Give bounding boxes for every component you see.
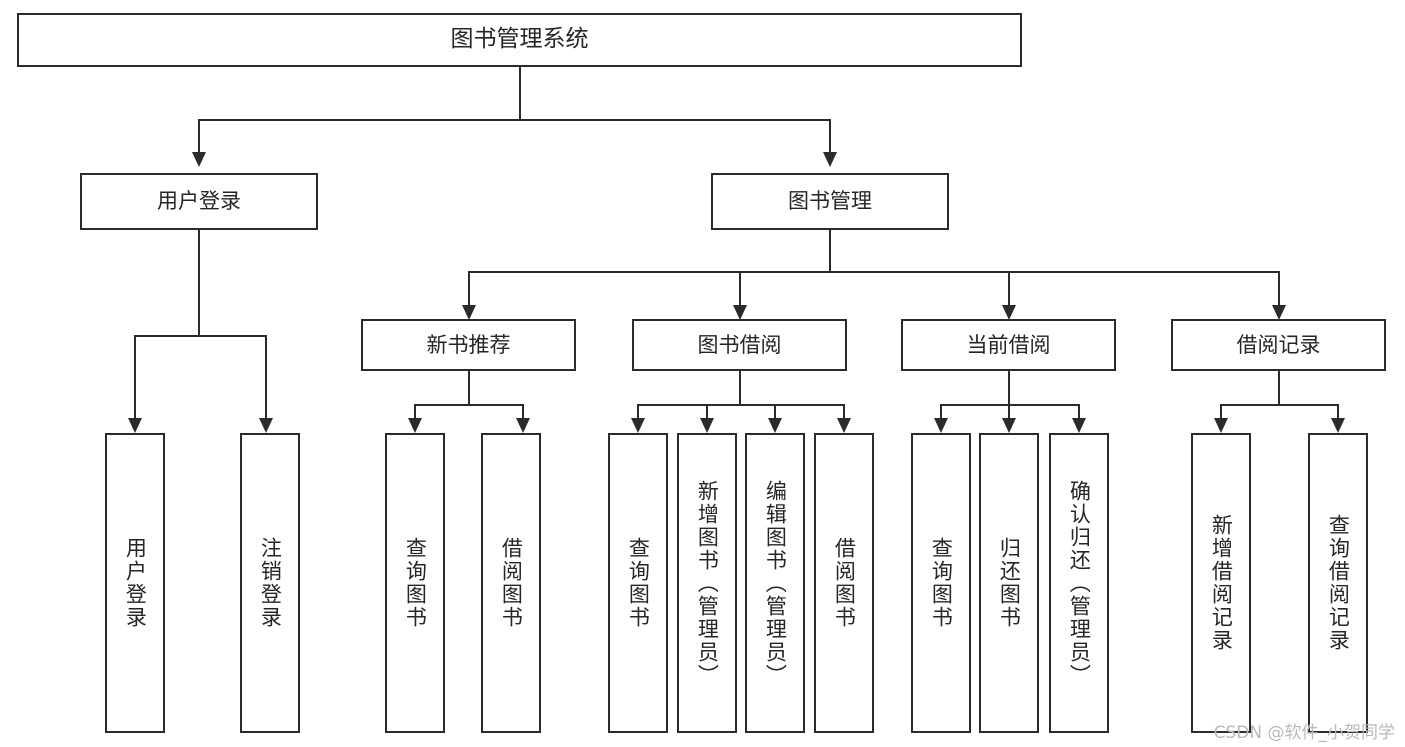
arrowhead-borrow-record <box>1272 305 1286 320</box>
connector-book-borrow-stem <box>739 371 741 404</box>
arrowhead-leaf-edit-book <box>768 418 782 433</box>
connector-bb-to-leaf-2 <box>706 404 708 421</box>
connector-nbr-to-leaf-2 <box>522 404 524 421</box>
node-label: 借阅图书 <box>832 537 857 629</box>
connector-root-to-user-login <box>198 119 200 155</box>
arrowhead-book-manage <box>823 152 837 167</box>
node-book-borrow[interactable]: 图书借阅 <box>632 319 847 371</box>
node-label: 新书推荐 <box>426 332 511 357</box>
node-leaf-add-book[interactable]: 新增图书（管理员） <box>677 433 737 733</box>
connector-bb-to-leaf-4 <box>843 404 845 421</box>
connector-user-login-stem <box>198 230 200 335</box>
node-new-book-rec[interactable]: 新书推荐 <box>361 319 576 371</box>
connector-new-book-rec-bus <box>414 404 524 406</box>
node-leaf-user-logout[interactable]: 注销登录 <box>240 433 300 733</box>
connector-root-bus <box>198 119 831 121</box>
connector-br-to-leaf-1 <box>1220 404 1222 421</box>
node-leaf-edit-book[interactable]: 编辑图书（管理员） <box>745 433 805 733</box>
connector-user-login-bus <box>134 335 265 337</box>
connector-current-borrow-stem <box>1008 371 1010 404</box>
node-label: 编辑图书（管理员） <box>763 479 788 687</box>
connector-bb-to-leaf-3 <box>774 404 776 421</box>
connector-nbr-to-leaf-1 <box>414 404 416 421</box>
arrowhead-leaf-user-logout <box>259 418 273 433</box>
arrowhead-leaf-return-book <box>1002 418 1016 433</box>
connector-current-borrow-bus <box>940 404 1080 406</box>
connector-bm-to-book-borrow <box>739 271 741 308</box>
node-leaf-borrow-book-1[interactable]: 借阅图书 <box>481 433 541 733</box>
connector-root-to-book-manage <box>829 119 831 155</box>
arrowhead-leaf-add-record <box>1214 418 1228 433</box>
node-leaf-return-book[interactable]: 归还图书 <box>979 433 1039 733</box>
connector-cb-to-leaf-2 <box>1008 404 1010 421</box>
arrowhead-leaf-query-book-1 <box>408 418 422 433</box>
connector-bb-to-leaf-1 <box>637 404 639 421</box>
connector-cb-to-leaf-1 <box>940 404 942 421</box>
node-label: 查询图书 <box>403 537 428 629</box>
node-label: 用户登录 <box>123 537 148 629</box>
node-leaf-query-book-1[interactable]: 查询图书 <box>385 433 445 733</box>
node-leaf-query-record[interactable]: 查询借阅记录 <box>1308 433 1368 733</box>
connector-user-login-to-leaf-2 <box>265 335 267 421</box>
arrowhead-leaf-borrow-book-1 <box>516 418 530 433</box>
node-label: 图书借阅 <box>697 332 782 357</box>
connector-user-login-to-leaf-1 <box>134 335 136 421</box>
node-label: 借阅记录 <box>1236 332 1321 357</box>
arrowhead-leaf-user-login <box>128 418 142 433</box>
node-leaf-borrow-book-2[interactable]: 借阅图书 <box>814 433 874 733</box>
arrowhead-leaf-add-book <box>700 418 714 433</box>
connector-bm-to-new-book-rec <box>468 271 470 308</box>
arrowhead-leaf-query-book-2 <box>631 418 645 433</box>
node-label: 新增图书（管理员） <box>695 479 720 687</box>
arrowhead-user-login <box>192 152 206 167</box>
node-user-login[interactable]: 用户登录 <box>80 173 318 230</box>
arrowhead-leaf-borrow-book-2 <box>837 418 851 433</box>
node-label: 注销登录 <box>258 537 283 629</box>
node-borrow-record[interactable]: 借阅记录 <box>1171 319 1386 371</box>
connector-br-to-leaf-2 <box>1337 404 1339 421</box>
connector-new-book-rec-stem <box>468 371 470 404</box>
arrowhead-new-book-rec <box>462 305 476 320</box>
node-leaf-user-login[interactable]: 用户登录 <box>105 433 165 733</box>
node-leaf-confirm-return[interactable]: 确认归还（管理员） <box>1049 433 1109 733</box>
node-label: 新增借阅记录 <box>1209 514 1234 652</box>
node-label: 借阅图书 <box>499 537 524 629</box>
arrowhead-current-borrow <box>1002 305 1016 320</box>
node-book-manage[interactable]: 图书管理 <box>711 173 949 230</box>
node-label: 查询图书 <box>626 537 651 629</box>
node-current-borrow[interactable]: 当前借阅 <box>901 319 1116 371</box>
node-label: 查询图书 <box>929 537 954 629</box>
node-leaf-query-book-2[interactable]: 查询图书 <box>608 433 668 733</box>
node-label: 当前借阅 <box>966 332 1051 357</box>
arrowhead-leaf-query-record <box>1331 418 1345 433</box>
watermark-text: CSDN @软件_小贺同学 <box>1213 723 1395 743</box>
arrowhead-leaf-confirm-return <box>1072 418 1086 433</box>
connector-root-stem <box>519 67 521 119</box>
connector-book-borrow-bus <box>637 404 845 406</box>
node-label: 确认归还（管理员） <box>1067 479 1092 687</box>
node-root-system[interactable]: 图书管理系统 <box>17 13 1022 67</box>
node-label: 查询借阅记录 <box>1326 514 1351 652</box>
connector-bm-to-current-borrow <box>1008 271 1010 308</box>
arrowhead-leaf-query-book-3 <box>934 418 948 433</box>
connector-book-manage-stem <box>829 230 831 271</box>
node-label: 图书管理系统 <box>450 26 589 53</box>
node-label: 用户登录 <box>157 189 241 214</box>
connector-bm-to-borrow-record <box>1278 271 1280 308</box>
node-label: 图书管理 <box>788 189 872 214</box>
node-label: 归还图书 <box>997 537 1022 629</box>
connector-cb-to-leaf-3 <box>1078 404 1080 421</box>
node-leaf-add-record[interactable]: 新增借阅记录 <box>1191 433 1251 733</box>
node-leaf-query-book-3[interactable]: 查询图书 <box>911 433 971 733</box>
connector-borrow-record-bus <box>1220 404 1339 406</box>
arrowhead-book-borrow <box>733 305 747 320</box>
connector-book-manage-bus <box>468 271 1280 273</box>
connector-borrow-record-stem <box>1278 371 1280 404</box>
